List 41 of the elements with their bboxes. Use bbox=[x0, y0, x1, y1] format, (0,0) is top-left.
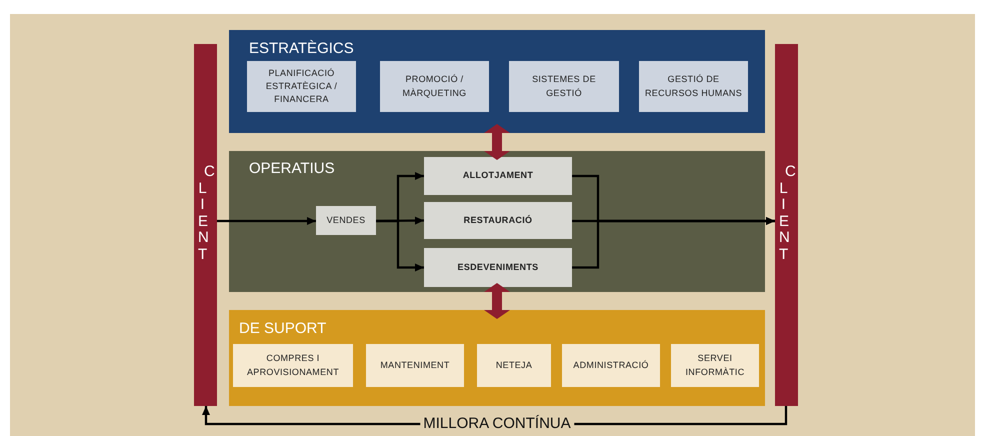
panel-title: ESTRATÈGICS bbox=[249, 40, 354, 57]
box-label: SERVEI INFORMÀTIC bbox=[684, 352, 746, 378]
box-label: NETEJA bbox=[494, 358, 534, 372]
box-label: RESTAURACIÓ bbox=[462, 214, 534, 227]
arrow bbox=[376, 220, 424, 272]
process-box bbox=[366, 344, 464, 387]
process-box bbox=[424, 157, 572, 195]
arrow bbox=[572, 217, 775, 269]
process-panel bbox=[229, 310, 765, 406]
panel-title: OPERATIUS bbox=[249, 160, 335, 177]
process-box bbox=[380, 61, 489, 112]
process-panel bbox=[229, 30, 765, 133]
client-bar bbox=[194, 44, 217, 406]
box-label: VENDES bbox=[326, 214, 366, 227]
box-label: PROMOCIÓ / MÀRQUETING bbox=[401, 73, 468, 100]
box-label: COMPRES I APROVISIONAMENT bbox=[246, 352, 340, 378]
panel-title: DE SUPORT bbox=[239, 320, 326, 337]
box-label: MANTENIMENT bbox=[379, 358, 451, 372]
process-panel bbox=[229, 151, 765, 292]
client-label: CLIENT bbox=[779, 164, 794, 263]
box-label: ALLOTJAMENT bbox=[462, 169, 534, 182]
box-label: SISTEMES DE GESTIÓ bbox=[531, 73, 597, 100]
process-box bbox=[424, 248, 572, 287]
arrow bbox=[217, 217, 316, 225]
process-box bbox=[639, 61, 748, 112]
process-box bbox=[509, 61, 619, 112]
box-label: GESTIÓ DE RECURSOS HUMANS bbox=[644, 73, 743, 100]
process-box bbox=[562, 344, 660, 387]
box-label: PLANIFICACIÓ ESTRATÈGICA / FINANCERA bbox=[264, 66, 338, 106]
process-box bbox=[316, 206, 376, 235]
process-box bbox=[671, 344, 759, 387]
box-label: ADMINISTRACIÓ bbox=[572, 358, 650, 372]
client-label: CLIENT bbox=[198, 164, 213, 263]
process-box bbox=[424, 202, 572, 239]
box-label: ESDEVENIMENTS bbox=[456, 260, 540, 274]
double-arrow bbox=[484, 283, 510, 319]
process-box bbox=[247, 61, 356, 112]
process-box bbox=[233, 344, 353, 387]
process-box bbox=[477, 344, 551, 387]
client-bar bbox=[775, 44, 798, 406]
double-arrow bbox=[484, 124, 510, 160]
